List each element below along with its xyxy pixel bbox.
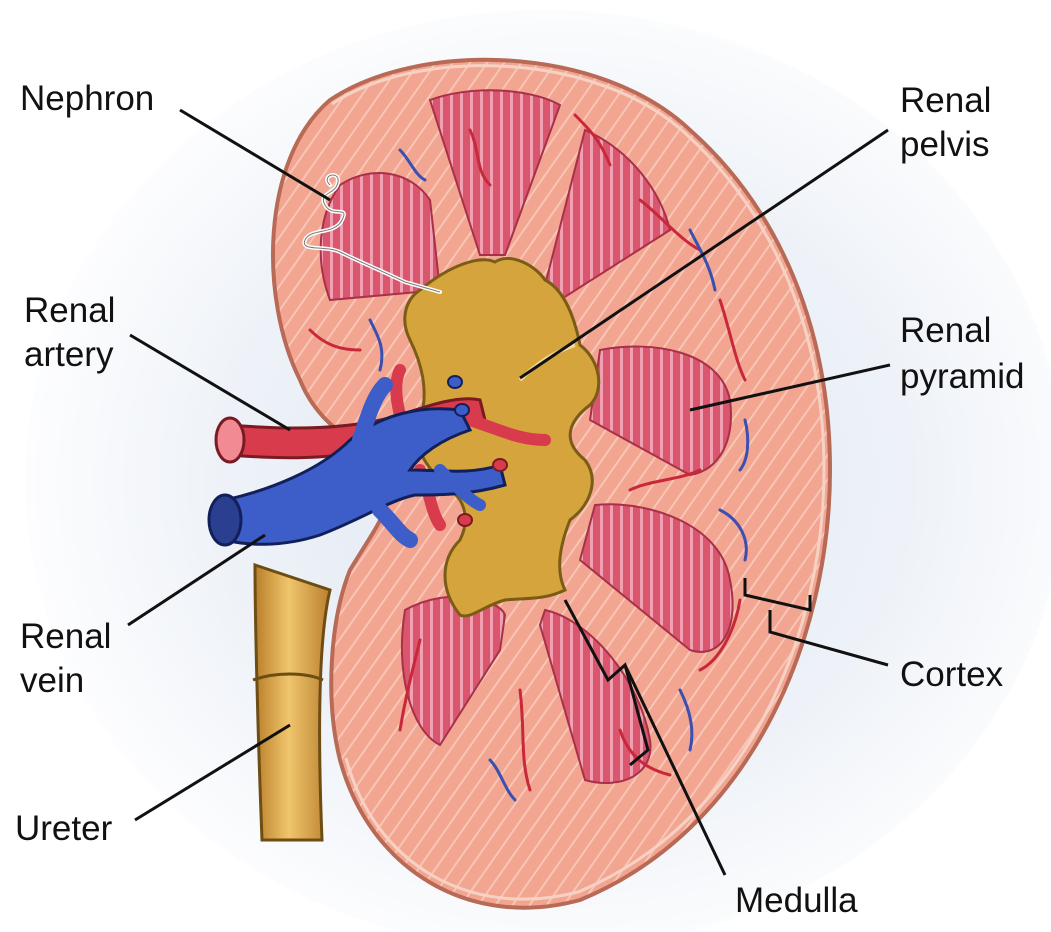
artery-branch-1 [390, 364, 406, 421]
leader-renal-vein [127, 533, 266, 627]
renal-pyramids [319, 89, 734, 785]
label-ureter: Ureter [15, 809, 113, 848]
leader-nephron [179, 108, 331, 202]
label-renal-pelvis-line1: Renal [900, 81, 991, 120]
kidney-capsule [331, 64, 826, 901]
label-renal-vein-line1: Renal [20, 617, 111, 656]
vessel-end-2 [492, 458, 508, 472]
vessel-end-3 [457, 513, 473, 527]
pyramid-3 [319, 172, 442, 302]
label-renal-vein-line2: vein [20, 661, 84, 700]
vein-branch-2 [372, 502, 418, 548]
label-nephron: Nephron [20, 79, 154, 118]
renal-vein-shape [223, 407, 507, 546]
ureter-shape [253, 562, 332, 842]
vein-branch-3 [434, 464, 486, 511]
labels: Nephron Renal artery Renal vein Ureter R… [15, 79, 1024, 920]
leader-lines [127, 108, 891, 876]
label-medulla: Medulla [735, 881, 858, 920]
renal-vein-opening [207, 493, 243, 547]
artery-branch-3 [464, 414, 551, 446]
leader-cortex [768, 610, 889, 667]
vessel-end-4 [447, 375, 463, 389]
label-renal-pyramid-line2: pyramid [900, 357, 1024, 396]
vein-branch-1 [352, 377, 393, 448]
leader-ureter [134, 723, 291, 822]
label-renal-pyramid-line1: Renal [900, 311, 991, 350]
label-cortex: Cortex [900, 655, 1004, 694]
pyramid-1 [428, 89, 562, 256]
leader-renal-pyramid [689, 363, 891, 412]
pyramid-2 [543, 128, 672, 302]
cortical-vessels [308, 113, 750, 802]
leader-renal-pelvis [519, 128, 889, 380]
nephron-outline [303, 174, 441, 293]
vessel-end-1 [454, 403, 470, 417]
bracket-cortex [743, 578, 812, 612]
label-renal-artery-line2: artery [24, 335, 114, 374]
label-renal-artery-line1: Renal [24, 291, 115, 330]
leader-medulla [623, 664, 727, 876]
leader-renal-artery [129, 333, 291, 432]
label-renal-pelvis-line2: pelvis [900, 125, 989, 164]
renal-artery-opening [214, 416, 246, 464]
pyramid-5 [578, 503, 734, 653]
ureter-ring [252, 672, 324, 682]
